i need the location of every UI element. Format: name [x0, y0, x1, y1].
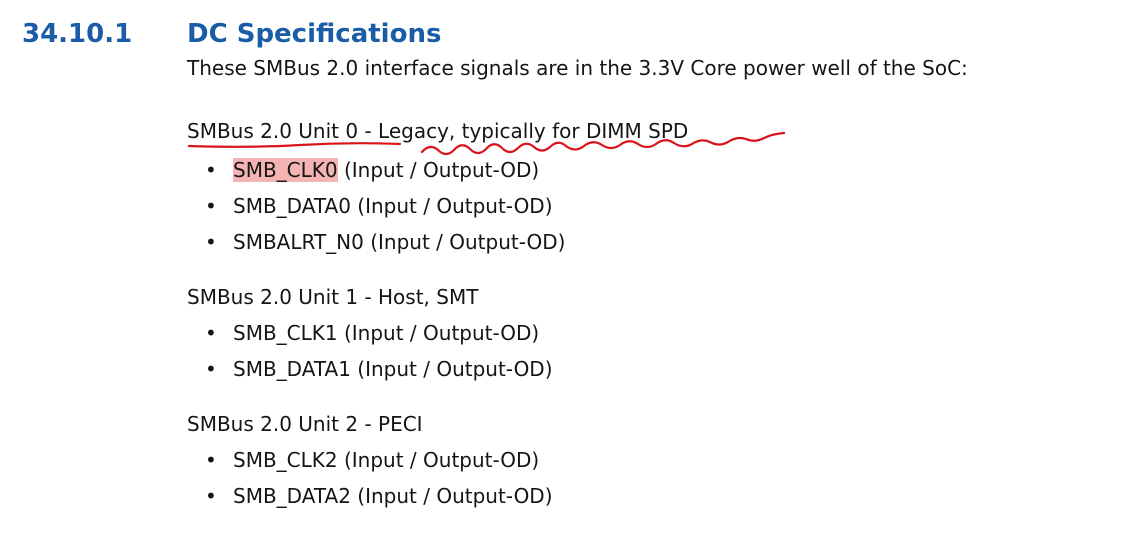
list-item: • SMB_DATA0 (Input / Output-OD) — [205, 192, 553, 220]
unit-2-header: SMBus 2.0 Unit 2 - PECI — [187, 412, 423, 436]
signal-name: SMB_DATA2 — [233, 484, 351, 508]
unit-0-header-rest: - Legacy, typically for DIMM SPD — [358, 119, 689, 143]
list-item: • SMB_CLK2 (Input / Output-OD) — [205, 446, 539, 474]
signal-desc: (Input / Output-OD) — [363, 230, 566, 254]
bullet-icon: • — [205, 448, 217, 472]
bullet-icon: • — [205, 321, 217, 345]
bullet-icon: • — [205, 194, 217, 218]
bullet-icon: • — [205, 357, 217, 381]
bullet-icon: • — [205, 158, 217, 182]
unit-0-header-underlined: SMBus 2.0 Unit 0 — [187, 119, 359, 143]
intro-text: These SMBus 2.0 interface signals are in… — [187, 56, 968, 80]
signal-desc: (Input / Output-OD) — [350, 194, 553, 218]
signal-name: SMB_CLK2 — [233, 448, 338, 472]
signal-name: SMB_CLK1 — [233, 321, 338, 345]
bullet-icon: • — [205, 484, 217, 508]
unit-1-header: SMBus 2.0 Unit 1 - Host, SMT — [187, 285, 479, 309]
list-item: • SMBALRT_N0 (Input / Output-OD) — [205, 228, 565, 256]
signal-name: SMB_DATA1 — [233, 357, 351, 381]
list-item: • SMB_DATA1 (Input / Output-OD) — [205, 355, 553, 383]
signal-name: SMB_DATA0 — [233, 194, 351, 218]
signal-desc: (Input / Output-OD) — [337, 321, 540, 345]
section-title: DC Specifications — [187, 19, 442, 49]
signal-desc: (Input / Output-OD) — [337, 448, 540, 472]
signal-name-highlighted: SMB_CLK0 — [233, 158, 338, 182]
section-heading: 34.10.1 DC Specifications — [0, 14, 1136, 54]
bullet-icon: • — [205, 230, 217, 254]
section-number: 34.10.1 — [22, 19, 133, 49]
list-item: • SMB_DATA2 (Input / Output-OD) — [205, 482, 553, 510]
signal-name: SMBALRT_N0 — [233, 230, 364, 254]
signal-desc: (Input / Output-OD) — [350, 484, 553, 508]
list-item: • SMB_CLK1 (Input / Output-OD) — [205, 319, 539, 347]
list-item: • SMB_CLK0 (Input / Output-OD) — [205, 156, 539, 184]
unit-0-header: SMBus 2.0 Unit 0 - Legacy, typically for… — [187, 117, 688, 145]
signal-desc: (Input / Output-OD) — [350, 357, 553, 381]
signal-desc: (Input / Output-OD) — [337, 158, 540, 182]
